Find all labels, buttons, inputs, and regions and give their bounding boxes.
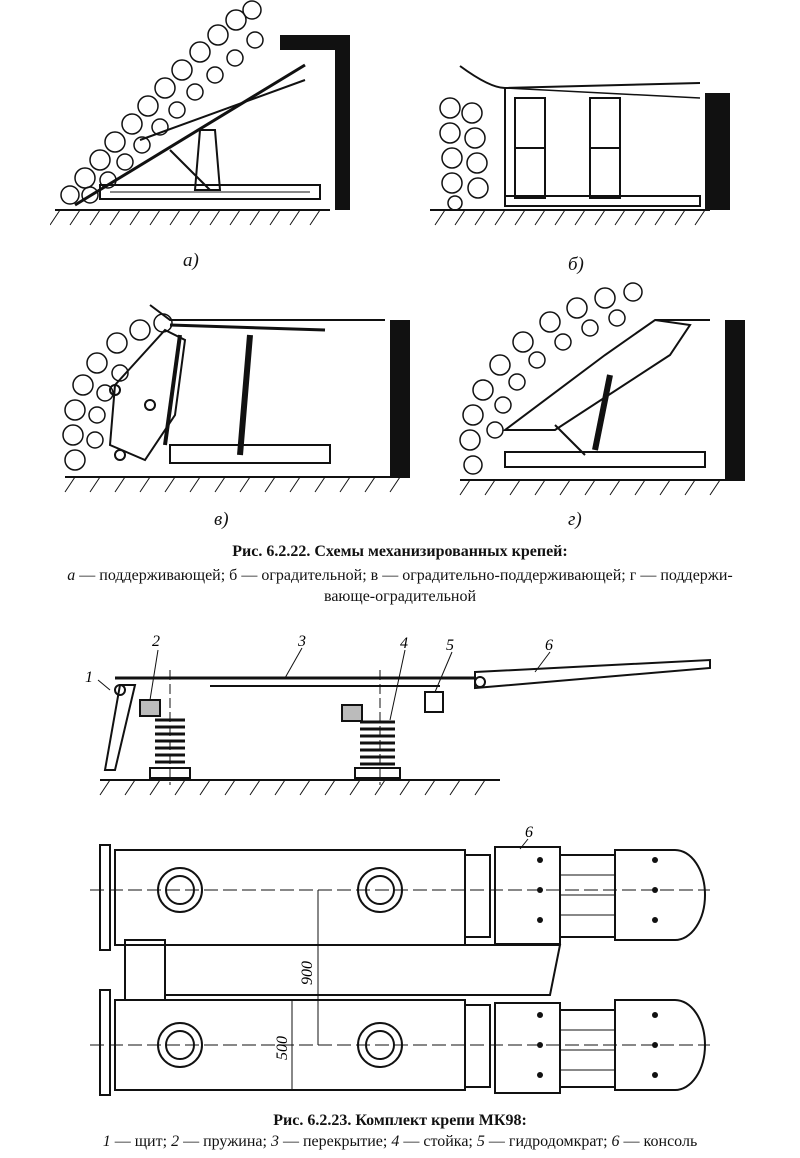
- callout-2: 2: [152, 633, 160, 650]
- legend-text-5: гидродомкрат: [508, 1133, 604, 1150]
- plan-callout-6: 6: [525, 825, 533, 841]
- scheme-g-drawing: [459, 282, 745, 496]
- dimension-900: 900: [299, 961, 316, 985]
- legend-num-1: 1: [102, 1133, 111, 1150]
- figure-22-caption-body: а — поддерживающей; б — оградительной; в…: [0, 565, 800, 607]
- caption-key-a: а: [67, 567, 76, 584]
- callout-4: 4: [400, 635, 408, 652]
- sublabel-a: а): [183, 250, 199, 271]
- callout-3: 3: [297, 633, 306, 650]
- legend-text-4: стойка: [423, 1133, 469, 1150]
- callout-5: 5: [446, 637, 454, 654]
- figure-23-caption-title: Рис. 6.2.23. Комплект крепи МК98:: [273, 1112, 527, 1129]
- scheme-b-drawing: [430, 65, 730, 226]
- callout-1: 1: [85, 669, 93, 686]
- legend-text-6: консоль: [643, 1133, 698, 1150]
- sublabel-g: г): [568, 509, 582, 530]
- legend-num-4: 4: [391, 1133, 400, 1150]
- sublabel-b: б): [568, 254, 584, 275]
- mk98-plan-view: 6 900 500: [90, 825, 710, 1096]
- figure-23-legend: 1 — щит; 2 — пружина; 3 — перекрытие; 4 …: [102, 1133, 698, 1150]
- legend-num-2: 2: [171, 1133, 180, 1150]
- dimension-500: 500: [274, 1036, 291, 1060]
- figure-22-caption-title: Рис. 6.2.22. Схемы механизированных креп…: [232, 543, 568, 560]
- figure-22-caption-line2: вающе-оградительной: [323, 588, 476, 605]
- mk98-side-view: 1 2 3 4 5 6: [85, 633, 711, 796]
- callout-6: 6: [545, 637, 553, 654]
- legend-text-1: щит: [134, 1133, 163, 1150]
- legend-num-3: 3: [270, 1133, 279, 1150]
- legend-text-3: перекрытие: [302, 1133, 383, 1150]
- scheme-v-drawing: [62, 304, 410, 493]
- scheme-a-drawing: [50, 0, 350, 226]
- figure-22-caption-line1: поддерживающей; б — оградительной; в — о…: [99, 567, 733, 584]
- legend-num-6: 6: [611, 1133, 620, 1150]
- figure-23-caption: Рис. 6.2.23. Комплект крепи МК98: 1 — щи…: [0, 1110, 800, 1152]
- legend-num-5: 5: [476, 1133, 485, 1150]
- legend-text-2: пружина: [203, 1133, 263, 1150]
- figure-22-caption: Рис. 6.2.22. Схемы механизированных креп…: [0, 541, 800, 562]
- sublabel-v: в): [214, 509, 229, 530]
